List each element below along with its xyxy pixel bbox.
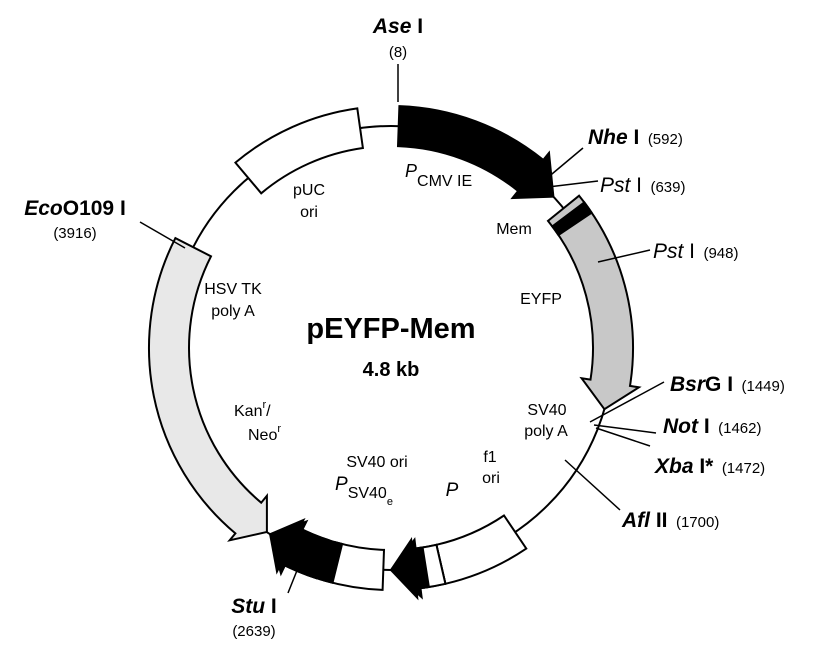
- site-label-xba1: Xba I* (1472): [654, 455, 765, 478]
- tick-afl2: [564, 459, 621, 511]
- site-label-ase1: Ase I: [372, 15, 423, 38]
- tick-nhe1: [539, 147, 584, 185]
- puc-ori-block: [233, 107, 365, 195]
- plasmid-name: pEYFP-Mem: [306, 313, 475, 345]
- site-label-nhe1: Nhe I (592): [588, 126, 683, 149]
- site-label-pst1-b: Pst I (948): [653, 240, 739, 263]
- feature-label-kan-1: Kanr/: [234, 399, 271, 420]
- tick-bsrg1: [589, 381, 665, 423]
- p-arrow-head: [389, 537, 431, 601]
- feature-label-puc-1: pUC: [293, 182, 325, 199]
- feature-layer: [147, 105, 642, 601]
- feature-label-kan-2: Neor: [248, 423, 281, 444]
- feature-label-mem: Mem: [496, 221, 532, 238]
- feature-label-psv40: PSV40e: [335, 474, 393, 508]
- feature-label-hsv-1: HSV TK: [204, 281, 262, 298]
- feature-label-eyfp: EYFP: [520, 291, 562, 308]
- site-label-bsrg1: BsrG I (1449): [670, 373, 785, 396]
- feature-label-puc-2: ori: [300, 204, 318, 221]
- feature-label-sv40polya-1: SV40: [527, 402, 566, 419]
- feature-label-hsv-2: poly A: [211, 303, 255, 320]
- pcmv-arrow: [396, 105, 555, 200]
- site-tick-layer: [139, 64, 665, 594]
- psv40-arrow-head: [268, 517, 330, 580]
- tick-stu1: [287, 567, 299, 594]
- plasmid-size: 4.8 kb: [363, 359, 420, 381]
- feature-label-p: P: [446, 480, 459, 501]
- site-pos-eco0109: (3916): [53, 225, 96, 242]
- site-pos-stu1: (2639): [232, 623, 275, 640]
- feature-label-f1ori-1: f1: [483, 449, 496, 466]
- site-label-stu1: Stu I: [231, 595, 277, 618]
- tick-not1: [593, 424, 657, 434]
- tick-eco0109: [139, 221, 186, 249]
- tick-pst1-a: [547, 180, 599, 188]
- site-label-pst1-a: Pst I (639): [600, 174, 686, 197]
- feature-label-sv40ori: SV40 ori: [346, 454, 407, 471]
- f1-ori-block: [435, 514, 528, 585]
- feature-label-pcmv: PCMV IE: [405, 161, 472, 190]
- feature-label-sv40polya-2: poly A: [524, 423, 568, 440]
- kan-neo-arrow: [147, 236, 268, 542]
- tick-pst1-b: [597, 249, 651, 263]
- site-label-eco0109: EcoO109 I: [24, 197, 126, 220]
- site-label-afl2: Afl II (1700): [621, 509, 719, 532]
- tick-xba1: [595, 427, 651, 447]
- feature-label-f1ori-2: ori: [482, 470, 500, 487]
- mem-divider: [550, 200, 593, 237]
- site-label-not1: Not I (1462): [663, 415, 761, 438]
- site-pos-ase1: (8): [389, 44, 407, 61]
